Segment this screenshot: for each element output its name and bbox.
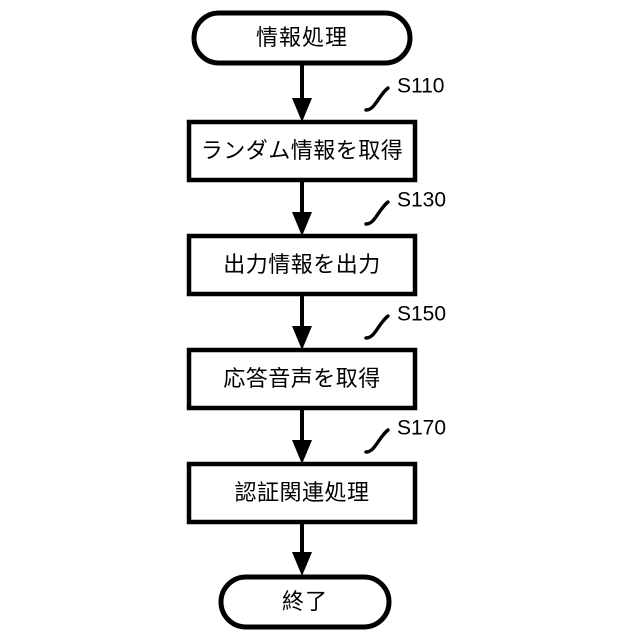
connector-s110-to-s130 xyxy=(292,180,312,236)
start-terminal-label: 情報処理 xyxy=(256,26,348,51)
arrow-head-icon xyxy=(292,326,312,350)
end-terminal-shape xyxy=(218,574,392,630)
node-end[interactable]: 終了 xyxy=(218,574,392,630)
node-start[interactable]: 情報処理 xyxy=(191,10,413,66)
leader-curve-icon xyxy=(364,86,390,112)
leader-curve-icon xyxy=(364,200,390,226)
leader-curve-icon xyxy=(364,314,390,340)
node-s110[interactable]: ランダム情報を取得 xyxy=(186,119,418,183)
node-s170[interactable]: 認証関連処理 xyxy=(186,461,418,525)
step-label-s110: S110 xyxy=(397,75,445,98)
step-leader-s130: S130 xyxy=(364,189,446,226)
connector-s150-to-s170 xyxy=(292,408,312,464)
node-s150[interactable]: 応答音声を取得 xyxy=(186,347,418,411)
connector-s170-to-end xyxy=(292,522,312,576)
arrow-head-icon xyxy=(292,212,312,236)
step-leader-s150: S150 xyxy=(364,303,446,340)
step-label-s150: S150 xyxy=(397,303,446,326)
process-box-s110 xyxy=(186,119,418,183)
connector-s130-to-s150 xyxy=(292,294,312,350)
step-leader-s170: S170 xyxy=(364,417,446,454)
process-label-s150: 応答音声を取得 xyxy=(223,367,381,392)
arrow-head-icon xyxy=(292,98,312,122)
process-box-s150 xyxy=(186,347,418,411)
arrow-head-icon xyxy=(292,552,312,576)
arrow-head-icon xyxy=(292,440,312,464)
process-label-s130: 出力情報を出力 xyxy=(223,253,381,278)
process-label-s170: 認証関連処理 xyxy=(234,481,369,506)
end-terminal-label: 終了 xyxy=(282,590,328,615)
node-s130[interactable]: 出力情報を出力 xyxy=(186,233,418,297)
leader-curve-icon xyxy=(364,428,390,454)
step-leader-s110: S110 xyxy=(364,75,445,112)
connector-start-to-s110 xyxy=(292,63,312,122)
step-label-s130: S130 xyxy=(397,189,446,212)
step-label-s170: S170 xyxy=(397,417,446,440)
process-label-s110: ランダム情報を取得 xyxy=(201,139,404,164)
